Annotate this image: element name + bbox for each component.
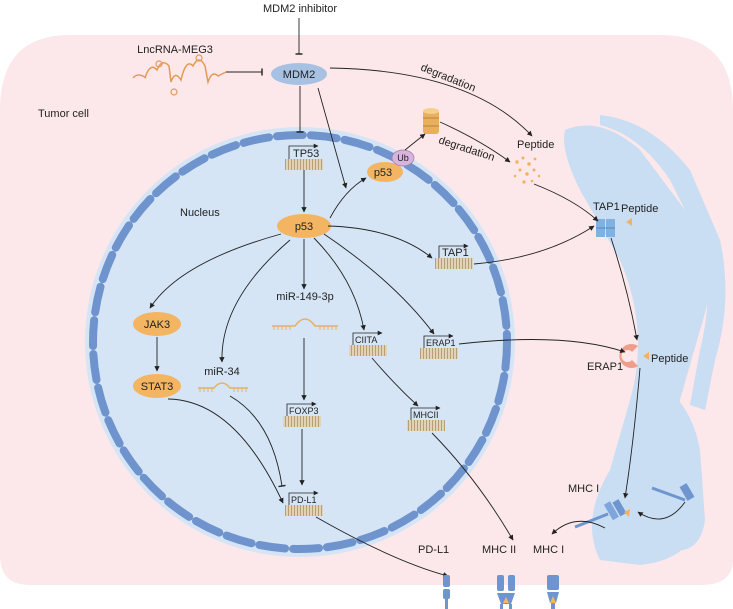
svg-text:JAK3: JAK3 xyxy=(144,319,170,331)
peptide-tap-icon xyxy=(626,218,632,226)
svg-text:MDM2: MDM2 xyxy=(283,69,315,81)
label-peptide-erap: Peptide xyxy=(651,353,688,365)
gene-pd-l1: PD-L1 xyxy=(285,490,323,516)
label-peptide-tap: Peptide xyxy=(621,203,658,215)
label-mhc-i-surface: MHC I xyxy=(533,544,564,556)
svg-text:CIITA: CIITA xyxy=(355,335,377,345)
svg-text:TAP1: TAP1 xyxy=(442,247,469,259)
label-mhc-ii-surface: MHC II xyxy=(482,544,516,556)
svg-text:Ub: Ub xyxy=(397,153,409,163)
jak3-protein: JAK3 xyxy=(133,312,181,336)
label-pd-l1-surface: PD-L1 xyxy=(418,544,449,556)
peptide-fragments-icon xyxy=(513,156,541,184)
label-mdm2-inhibitor: MDM2 inhibitor xyxy=(263,3,337,15)
p53-protein-ubiquitinated: p53 xyxy=(367,162,403,182)
svg-text:miR-149-3p: miR-149-3p xyxy=(276,291,333,303)
svg-text:p53: p53 xyxy=(374,167,392,179)
label-mhci-er: MHC I xyxy=(568,483,599,495)
gene-ciita: CIITA xyxy=(349,330,387,356)
label-peptide-top: Peptide xyxy=(517,139,554,151)
stat3-protein: STAT3 xyxy=(133,374,181,398)
pathway-connections xyxy=(149,18,686,578)
svg-text:MHCII: MHCII xyxy=(413,410,439,420)
svg-text:TP53: TP53 xyxy=(293,148,319,160)
tap1-transporter-icon xyxy=(596,219,615,237)
lncrna-meg3-structure xyxy=(132,59,227,85)
p53-protein-main: p53 xyxy=(277,214,331,238)
label-tap1-protein: TAP1 xyxy=(593,201,620,213)
mir-34: miR-34 xyxy=(198,366,248,392)
nucleus xyxy=(85,127,515,557)
label-lncrna-meg3: LncRNA-MEG3 xyxy=(137,44,213,56)
label-erap1-protein: ERAP1 xyxy=(587,361,623,373)
mdm2-protein: MDM2 xyxy=(271,63,327,85)
gene-tap1: TAP1 xyxy=(435,243,473,269)
label-tumor-cell: Tumor cell xyxy=(38,108,89,120)
ubiquitin-tag: Ub xyxy=(391,149,415,167)
svg-text:ERAP1: ERAP1 xyxy=(426,338,456,348)
label-nucleus: Nucleus xyxy=(180,207,220,219)
svg-text:FOXP3: FOXP3 xyxy=(289,406,319,416)
pd-l1-receptor-icon xyxy=(443,575,450,609)
gene-foxp3: FOXP3 xyxy=(283,401,321,427)
svg-text:p53: p53 xyxy=(295,221,313,233)
peptide-erap-icon xyxy=(643,352,649,360)
mir-149-3p: miR-149-3p xyxy=(272,291,338,330)
mhci-complex-er-icon xyxy=(574,499,630,529)
svg-text:PD-L1: PD-L1 xyxy=(291,495,317,505)
nuclear-envelope xyxy=(89,131,511,553)
mhci-heavy-chain-er-icon xyxy=(651,483,695,502)
svg-text:miR-34: miR-34 xyxy=(204,366,239,378)
endoplasmic-reticulum xyxy=(564,115,726,565)
gene-tp53: TP53 xyxy=(285,143,323,170)
svg-text:STAT3: STAT3 xyxy=(141,381,174,393)
gene-mhcii: MHCII xyxy=(407,405,445,431)
mhc-i-receptor-icon xyxy=(547,575,559,609)
proteasome-icon xyxy=(423,108,439,134)
gene-erap1: ERAP1 xyxy=(420,333,458,359)
mhc-ii-receptor-icon xyxy=(497,575,515,609)
